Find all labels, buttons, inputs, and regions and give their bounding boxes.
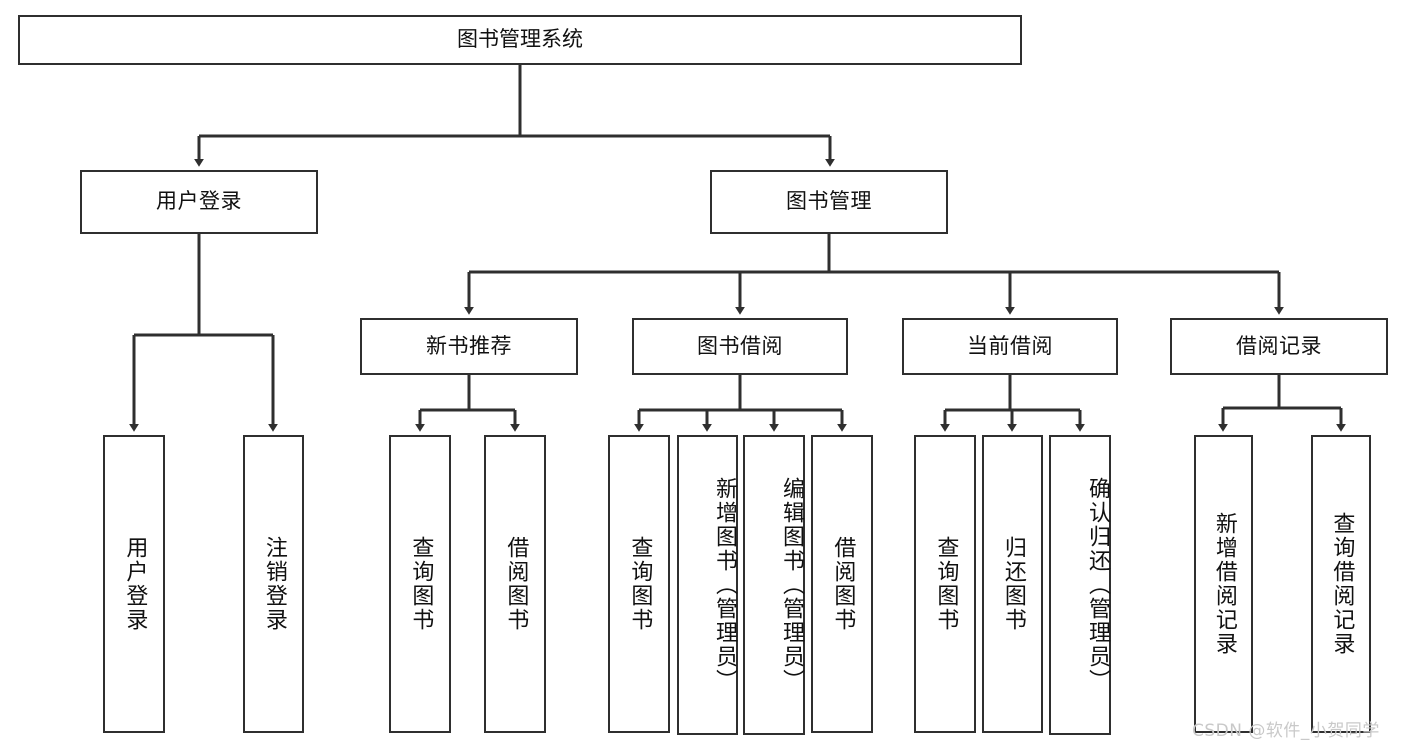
node-label: 注销登录 bbox=[261, 536, 287, 632]
node-label: 用户登录 bbox=[156, 189, 242, 214]
leaf-borrow-book-recommend[interactable]: 借阅图书 bbox=[484, 435, 546, 733]
csdn-watermark: CSDN @软件_小贺同学 bbox=[1192, 721, 1380, 741]
leaf-query-borrow-record[interactable]: 查询借阅记录 bbox=[1311, 435, 1371, 733]
node-label: 查询图书 bbox=[408, 536, 434, 632]
leaf-query-book-borrow[interactable]: 查询图书 bbox=[608, 435, 670, 733]
node-label: 用户登录 bbox=[122, 536, 148, 632]
node-label: 借阅图书 bbox=[830, 536, 856, 632]
node-label: 当前借阅 bbox=[967, 333, 1053, 358]
node-book-management[interactable]: 图书管理 bbox=[710, 170, 948, 234]
leaf-return-book[interactable]: 归还图书 bbox=[982, 435, 1043, 733]
node-user-login[interactable]: 用户登录 bbox=[80, 170, 318, 234]
leaf-add-book-admin[interactable]: 新增图书（管理员） bbox=[677, 435, 738, 735]
node-borrow-record[interactable]: 借阅记录 bbox=[1170, 318, 1388, 375]
leaf-edit-book-admin[interactable]: 编辑图书（管理员） bbox=[743, 435, 805, 735]
node-root-system[interactable]: 图书管理系统 bbox=[18, 15, 1022, 65]
node-label: 确认归还（管理员） bbox=[1085, 477, 1110, 693]
leaf-logout[interactable]: 注销登录 bbox=[243, 435, 304, 733]
node-new-book-recommend[interactable]: 新书推荐 bbox=[360, 318, 578, 375]
node-label: 新增借阅记录 bbox=[1211, 512, 1237, 656]
leaf-add-borrow-record[interactable]: 新增借阅记录 bbox=[1194, 435, 1253, 733]
node-label: 归还图书 bbox=[1000, 536, 1026, 632]
node-label: 新书推荐 bbox=[426, 333, 512, 358]
leaf-query-book-current[interactable]: 查询图书 bbox=[914, 435, 976, 733]
node-label: 图书管理 bbox=[786, 189, 872, 214]
node-label: 图书管理系统 bbox=[457, 27, 583, 52]
node-label: 新增图书（管理员） bbox=[712, 477, 737, 693]
node-label: 查询图书 bbox=[933, 536, 959, 632]
leaf-query-book-recommend[interactable]: 查询图书 bbox=[389, 435, 451, 733]
leaf-borrow-book[interactable]: 借阅图书 bbox=[811, 435, 873, 733]
node-label: 查询借阅记录 bbox=[1329, 512, 1355, 656]
node-book-borrow[interactable]: 图书借阅 bbox=[632, 318, 848, 375]
node-label: 借阅记录 bbox=[1236, 333, 1322, 358]
node-label: 图书借阅 bbox=[697, 333, 783, 358]
leaf-user-login[interactable]: 用户登录 bbox=[103, 435, 165, 733]
node-current-borrow[interactable]: 当前借阅 bbox=[902, 318, 1118, 375]
leaf-confirm-return-admin[interactable]: 确认归还（管理员） bbox=[1049, 435, 1111, 735]
node-label: 编辑图书（管理员） bbox=[779, 477, 804, 693]
node-label: 查询图书 bbox=[627, 536, 653, 632]
node-label: 借阅图书 bbox=[503, 536, 529, 632]
